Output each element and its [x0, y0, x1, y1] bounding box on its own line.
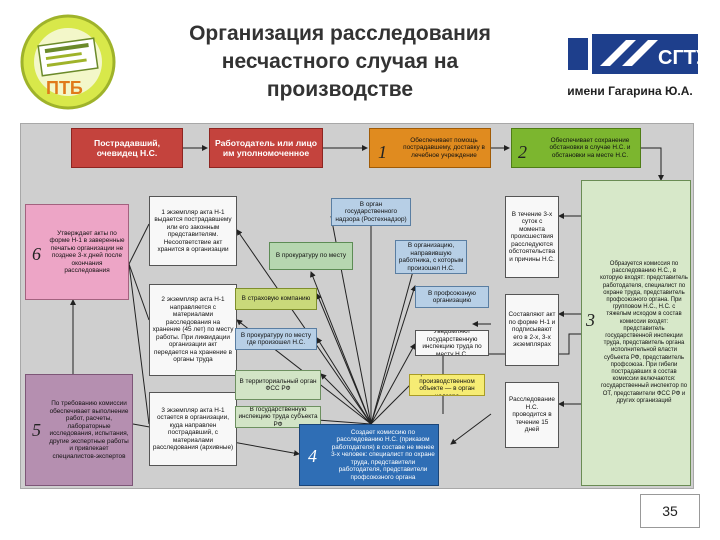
logo-left-text: ПТБ: [46, 78, 83, 98]
step-2-text: Обеспечивает сохранение обстановки в слу…: [549, 136, 631, 159]
notify-rostekhnadzor-box: В орган государственного надзора (Ростех…: [331, 198, 411, 226]
ptb-logo-icon: ПТБ: [20, 14, 116, 110]
logo-right-text: СГТУ: [658, 47, 700, 69]
notify-labor-inspection-box: Уведомляют государственную инспекцию тру…: [415, 330, 489, 356]
act-copy-3-box: 3 экземпляр акта Н-1 остается в организа…: [149, 392, 237, 466]
act-copy-2-box: 2 экземпляр акта Н-1 направляется с мате…: [149, 284, 237, 376]
sstu-logo-icon: СГТУ: [568, 34, 700, 74]
notify-union-box: В профсоюзную организацию: [415, 286, 489, 308]
step-3-box: 3 Образуется комиссия по расследованию Н…: [581, 180, 691, 486]
logo-caption: имени Гагарина Ю.А.: [567, 84, 693, 98]
step-5-number: 5: [32, 420, 41, 440]
step-6-number: 6: [32, 244, 41, 264]
notify-hazard-object-box: При Н.С. на опасном производственном объ…: [409, 374, 485, 396]
step-1-number: 1: [378, 142, 387, 162]
notify-local-prosecutor-box: В прокуратуру по месту где произошел Н.С…: [235, 328, 317, 350]
notify-sending-org-box: В организацию, направившую работника, с …: [395, 240, 467, 274]
notify-fss-box: В территориальный орган ФСС РФ: [235, 370, 321, 400]
page-number: 35: [640, 494, 700, 528]
procedure-diagram: Пострадавший, очевидец Н.С. Работодатель…: [20, 123, 694, 489]
notify-insurer-box: В страховую компанию: [235, 288, 317, 310]
notify-prosecutor-box: В прокуратуру по месту: [269, 242, 353, 270]
step-1-text: Обеспечивает помощь пострадавшему, доста…: [403, 136, 485, 159]
act-n1-signing-box: Составляют акт по форме Н-1 и подписываю…: [505, 294, 559, 366]
step-4-text: Создает комиссию по расследованию Н.С. (…: [331, 428, 435, 481]
step-2-number: 2: [518, 142, 527, 162]
victim-witness-box: Пострадавший, очевидец Н.С.: [71, 128, 183, 168]
step-5-text: По требованию комиссии обеспечивает выпо…: [49, 400, 129, 460]
step-4-number: 4: [308, 446, 317, 466]
employer-box: Работодатель или лицо им уполномоченное: [209, 128, 323, 168]
step-3-number: 3: [586, 310, 595, 330]
step-6-text: Утверждает акты по форме Н-1 в заверенны…: [49, 229, 125, 275]
step-1-box: 1 Обеспечивает помощь пострадавшему, дос…: [369, 128, 491, 168]
investigation-15-days-box: Расследование Н.С. проводится в течение …: [505, 382, 559, 448]
step-3-text: Образуется комиссия по расследованию Н.С…: [600, 260, 688, 404]
investigation-3-days-box: В течение 3-х суток с момента происшеств…: [505, 196, 559, 278]
step-5-box: 5 По требованию комиссии обеспечивает вы…: [25, 374, 133, 486]
step-6-box: 6 Утверждает акты по форме Н-1 в заверен…: [25, 204, 129, 300]
notify-state-inspection-box: В государственную инспекцию труда субъек…: [235, 406, 321, 428]
step-4-box: 4 Создает комиссию по расследованию Н.С.…: [299, 424, 439, 486]
page-title: Организация расследования несчастного сл…: [189, 22, 491, 101]
act-copy-1-box: 1 экземпляр акта Н-1 выдается пострадавш…: [149, 196, 237, 266]
step-2-box: 2 Обеспечивает сохранение обстановки в с…: [511, 128, 641, 168]
